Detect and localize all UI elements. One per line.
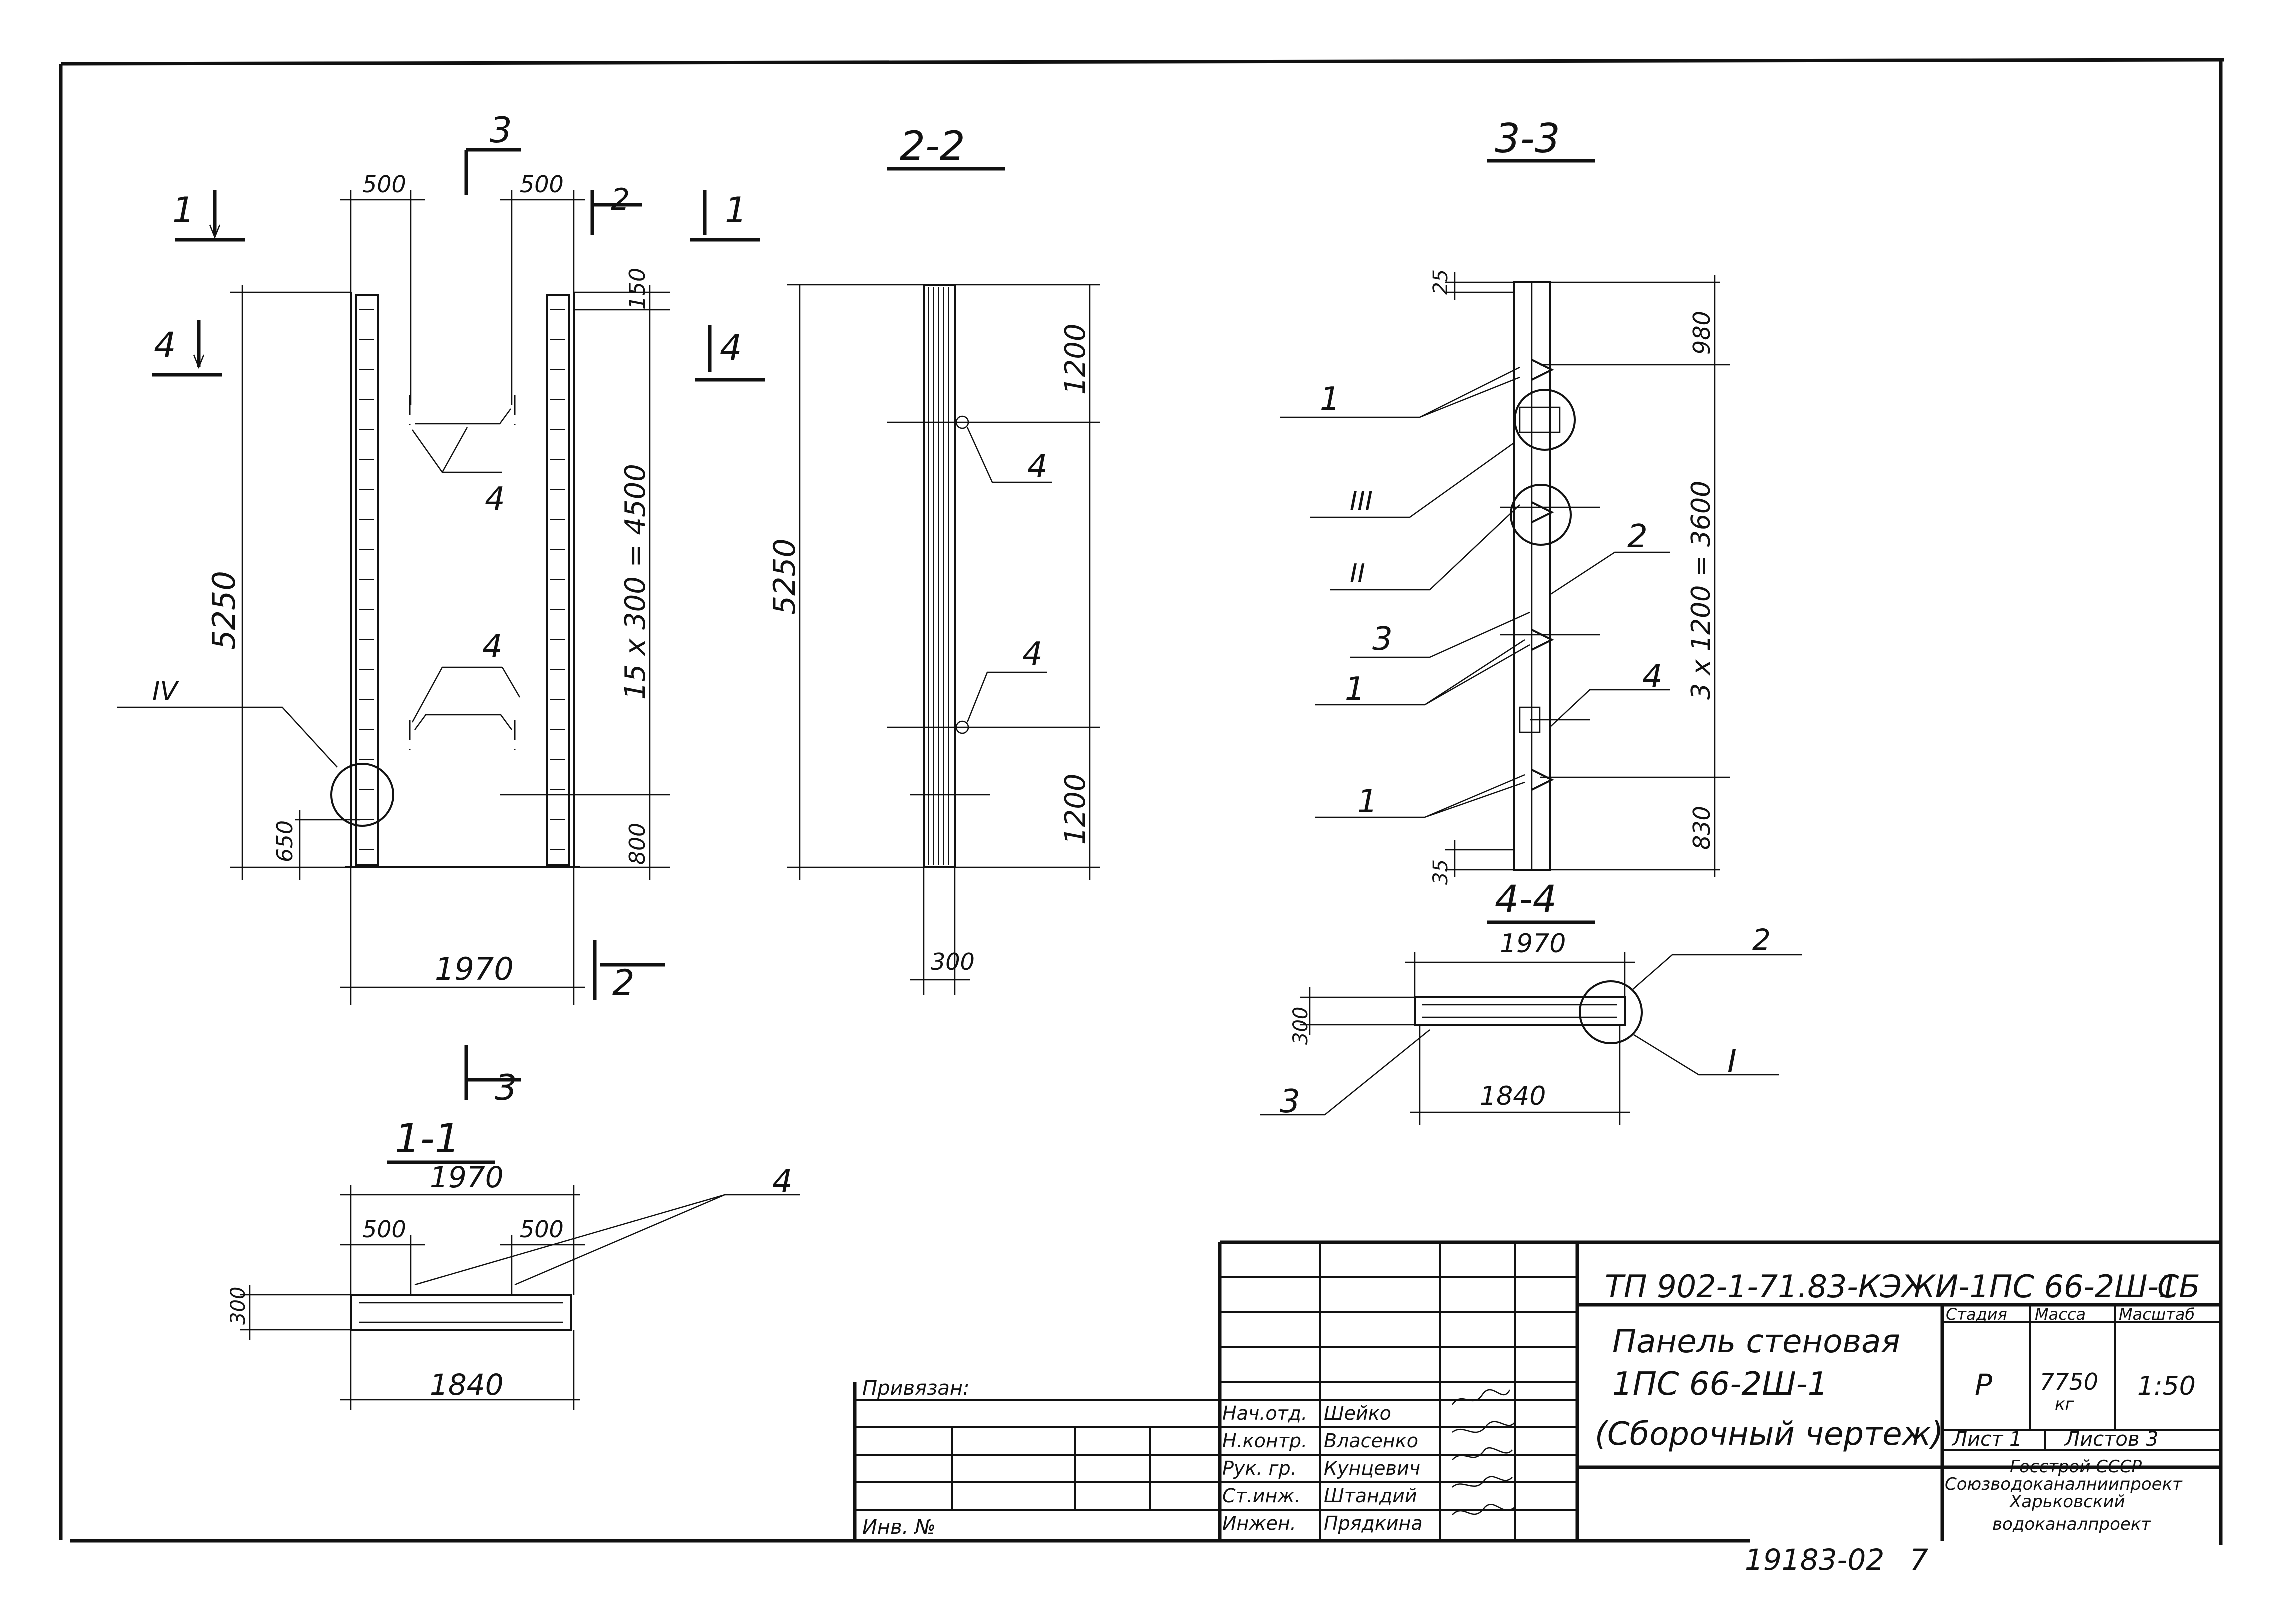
sheet-total: Листов 3: [2064, 1428, 2159, 1451]
dim-500-1-1-left: 500: [362, 1216, 406, 1243]
dim-980: 980: [1688, 311, 1716, 355]
cut-mark-2-top: 2: [611, 182, 630, 217]
callout-4-1-1: 4: [772, 1163, 793, 1200]
callout-1-3a: 1: [1320, 381, 1340, 418]
cut-marks-front: [152, 148, 765, 1100]
cut-mark-2-bottom: 2: [612, 962, 635, 1003]
name-3: Кунцевич: [1324, 1457, 1420, 1479]
detail-IV-ref: IV: [152, 676, 180, 706]
section-3-3-view: [1280, 272, 1730, 877]
title-block: [853, 1240, 2221, 1541]
cut-mark-1-right: 1: [725, 190, 748, 231]
section-1-1-title: 1-1: [395, 1115, 460, 1162]
callout-4-3: 4: [1642, 658, 1663, 695]
org-line-3: Харьковский: [2009, 1492, 2126, 1512]
front-callout-leaders: [118, 427, 521, 768]
dim-5250-front: 5250: [206, 571, 242, 650]
section-1-1-view: [240, 1185, 800, 1410]
cut-mark-3-bottom: 3: [495, 1067, 518, 1108]
callout-1-3c: 1: [1358, 783, 1378, 820]
role-1: Нач.отд.: [1222, 1402, 1308, 1424]
dim-15x300: 15 x 300 = 4500: [620, 464, 652, 700]
section-4-4-view: [1260, 952, 1802, 1125]
dim-500-1-1-right: 500: [520, 1216, 564, 1243]
sheet-number: Лист 1: [1952, 1428, 2022, 1451]
callout-4-front-upper: 4: [485, 481, 506, 518]
stage-header: Стадия: [1946, 1305, 2008, 1324]
callout-3-3: 3: [1372, 621, 1393, 658]
role-5: Инжен.: [1222, 1512, 1296, 1534]
dim-830: 830: [1688, 806, 1716, 850]
callout-4-front-lower: 4: [482, 628, 503, 665]
dim-1840-4-4: 1840: [1480, 1081, 1546, 1111]
mass-value: 7750: [2040, 1368, 2098, 1395]
document-code: ТП 902-1-71.83-КЭЖИ-1ПС 66-2Ш-1: [1605, 1268, 2178, 1305]
footer-page: 7: [1910, 1543, 1928, 1577]
dim-5250-section: 5250: [768, 538, 802, 615]
name-1: Шейко: [1324, 1402, 1392, 1424]
role-2: Н.контр.: [1222, 1430, 1308, 1452]
org-line-2: Союзводоканалниипроект: [1945, 1474, 2183, 1494]
callout-2-3: 2: [1628, 518, 1648, 555]
cut-mark-4-right: 4: [720, 327, 742, 368]
dim-1200-bottom: 1200: [1060, 773, 1092, 845]
scale-value: 1:50: [2138, 1371, 2196, 1401]
dim-150: 150: [625, 268, 650, 310]
section-4-4-title: 4-4: [1495, 877, 1557, 921]
cut-mark-1-left: 1: [172, 190, 195, 231]
dim-650: 650: [272, 820, 298, 862]
dim-1970-1-1: 1970: [430, 1160, 504, 1194]
inventory-label: Инв. №: [862, 1516, 936, 1539]
detail-III-ref: III: [1350, 486, 1373, 516]
detail-II-ref: II: [1350, 559, 1366, 589]
dim-800: 800: [625, 823, 650, 865]
dim-1970-front: 1970: [435, 951, 514, 987]
dim-35: 35: [1430, 859, 1452, 885]
dim-300-4-4: 300: [1290, 1007, 1312, 1045]
dim-3x1200: 3 x 1200 = 3600: [1686, 481, 1716, 700]
cut-mark-3-top: 3: [490, 110, 512, 151]
callout-3-4-4: 3: [1280, 1083, 1300, 1120]
scale-header: Масштаб: [2119, 1305, 2195, 1324]
stage-value: Р: [1975, 1368, 1992, 1402]
callout-1-3b: 1: [1345, 671, 1366, 708]
document-suffix: СБ: [2158, 1268, 2200, 1305]
dim-25: 25: [1430, 269, 1452, 295]
title-line-1: Панель стеновая: [1612, 1323, 1900, 1360]
bound-label: Привязан:: [862, 1377, 970, 1400]
mass-header: Масса: [2035, 1305, 2086, 1324]
dim-500-right: 500: [520, 171, 564, 198]
dim-1970-4-4: 1970: [1500, 929, 1566, 959]
dim-500-left: 500: [362, 171, 406, 198]
dim-300-1-1: 300: [227, 1287, 250, 1325]
name-4: Штандий: [1324, 1485, 1418, 1507]
footer-code: 19183-02: [1745, 1543, 1884, 1577]
mass-unit: кг: [2055, 1394, 2075, 1414]
name-2: Власенко: [1324, 1430, 1418, 1452]
cut-mark-4-left: 4: [154, 325, 176, 366]
section-2-2-title: 2-2: [900, 123, 966, 169]
drawing-frame: [59, 58, 2224, 1545]
front-view: [230, 190, 670, 1005]
dim-1840-1-1: 1840: [430, 1368, 504, 1402]
dim-1200-top: 1200: [1060, 323, 1092, 395]
name-5: Прядкина: [1324, 1512, 1423, 1534]
title-line-2: 1ПС 66-2Ш-1: [1612, 1366, 1828, 1403]
detail-I-ref: I: [1728, 1043, 1737, 1080]
role-3: Рук. гр.: [1222, 1457, 1297, 1479]
org-line-4: водоканалпроект: [1992, 1514, 2152, 1534]
section-3-3-title: 3-3: [1495, 115, 1560, 162]
callout-2-4-4: 2: [1752, 923, 1771, 957]
callout-4-section-lower: 4: [1022, 636, 1043, 673]
role-4: Ст.инж.: [1222, 1485, 1301, 1507]
section-2-2-view: [788, 284, 1100, 995]
callout-4-section-upper: 4: [1028, 448, 1048, 485]
title-line-3: (Сборочный чертеж): [1595, 1416, 1944, 1453]
dim-300-section: 300: [931, 948, 975, 975]
org-line-1: Госстрой СССР: [2010, 1457, 2142, 1477]
